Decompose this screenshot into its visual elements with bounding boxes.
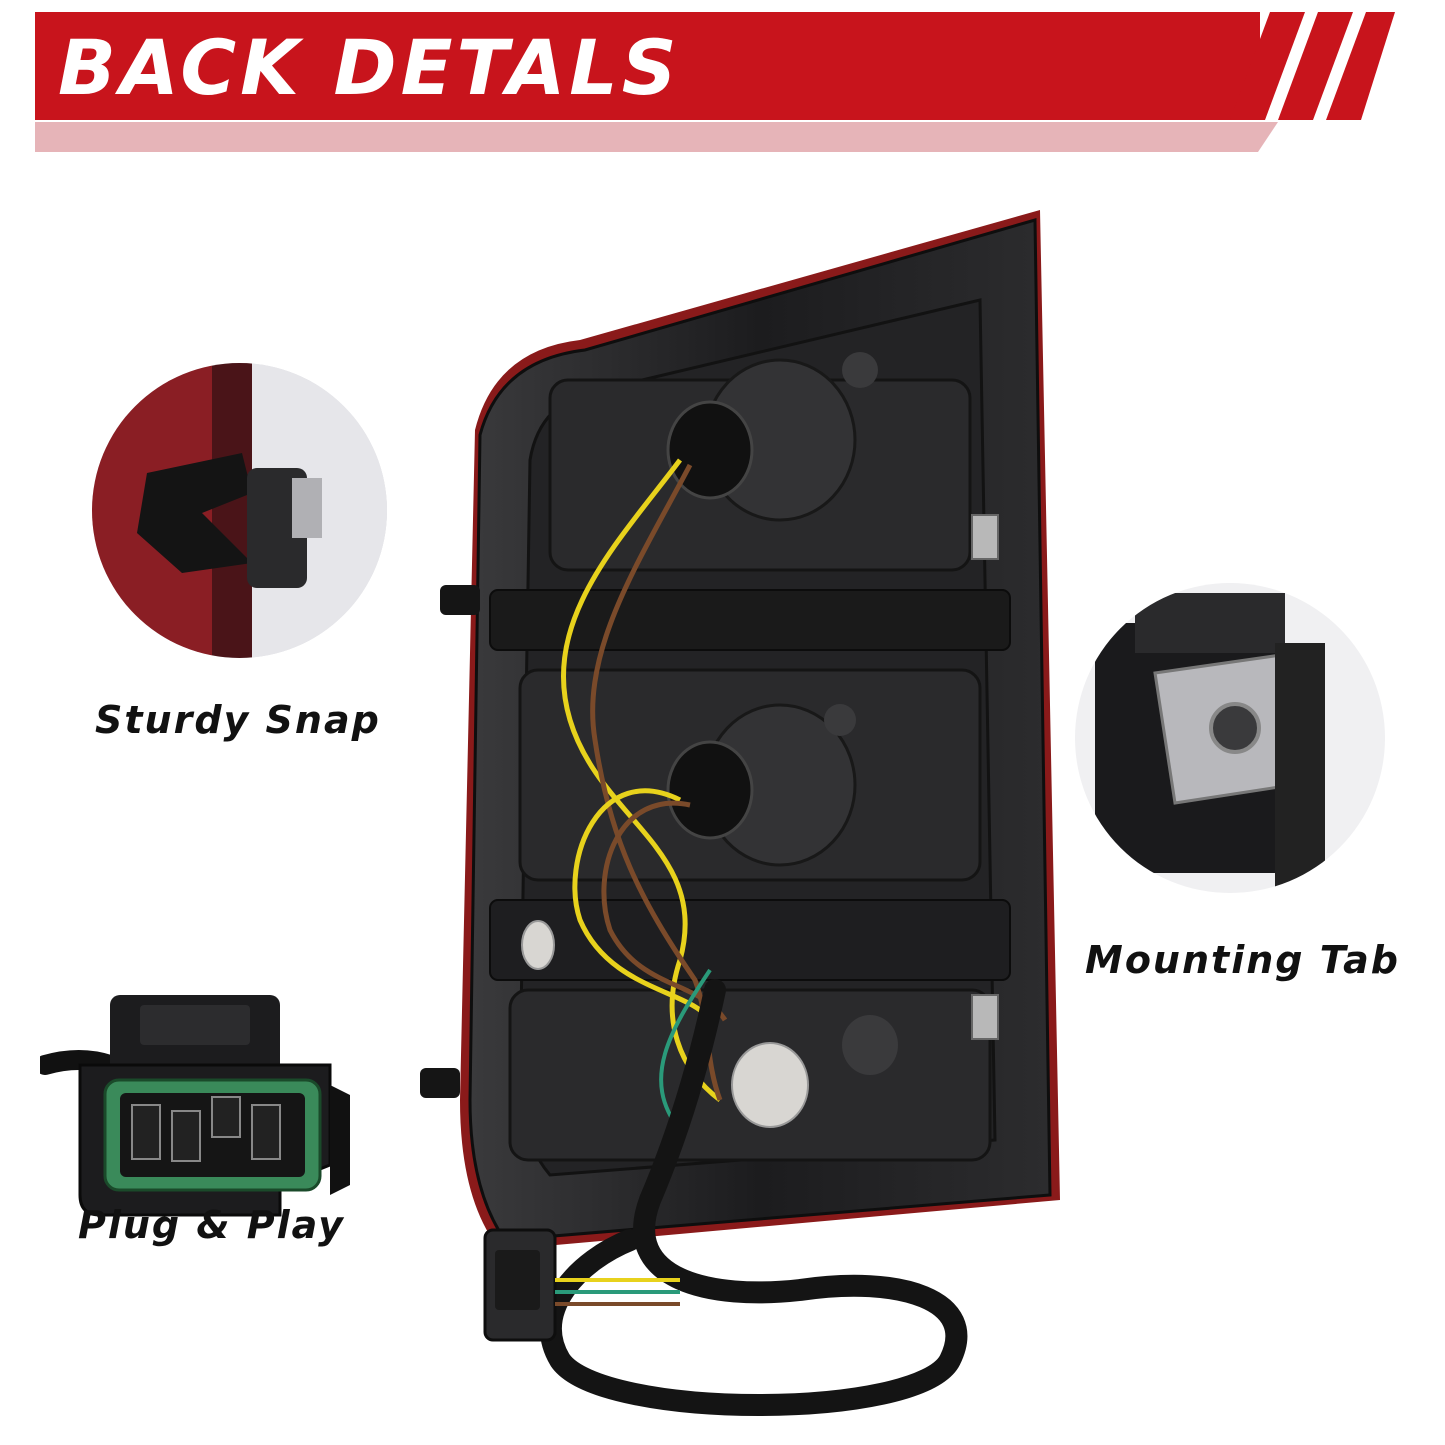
snap-clip-icon	[92, 363, 387, 658]
mounting-tab-icon	[1075, 583, 1385, 893]
page-title: BACK DETALS	[58, 23, 681, 112]
tail-light-back-image	[380, 200, 1080, 1440]
sturdy-snap-callout	[92, 363, 387, 658]
plug-connector-closeup	[35, 985, 380, 1225]
tail-light-housing	[420, 210, 1060, 1416]
mounting-tab-callout	[1075, 583, 1385, 893]
mounting-tab-label: Mounting Tab	[1085, 938, 1400, 982]
banner-background	[35, 12, 1395, 152]
plug-play-label: Plug & Play	[78, 1203, 345, 1247]
header-banner: BACK DETALS	[0, 0, 1445, 170]
connector-plug-icon	[35, 995, 350, 1217]
sturdy-snap-label: Sturdy Snap	[95, 698, 381, 742]
